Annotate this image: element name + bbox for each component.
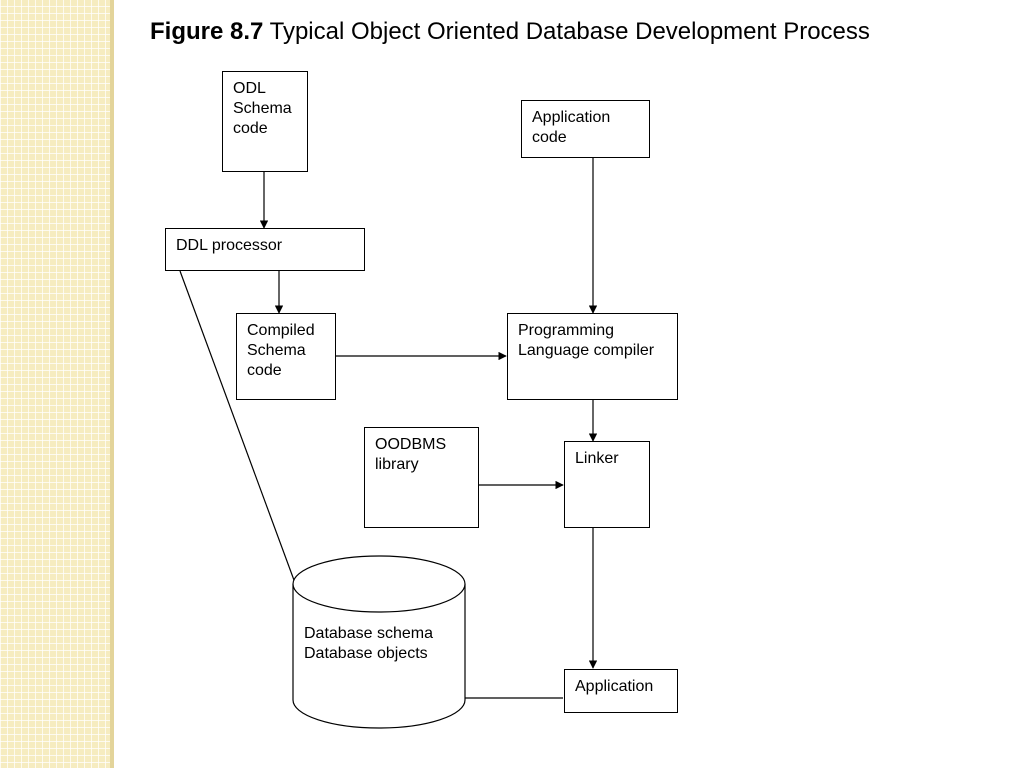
oodbms-library-line: OODBMS (375, 436, 447, 453)
ddl-processor-box: DDL processor (165, 228, 365, 271)
oodbms-library-box: OODBMS library (364, 427, 479, 528)
arrow-ddl-to-database (179, 270, 307, 611)
compiled-schema-code-line: Compiled (247, 322, 315, 339)
application-code-line: code (532, 129, 567, 146)
compiled-schema-code-box: Compiled Schema code (236, 313, 336, 400)
figure-number: Figure 8.7 (150, 18, 264, 45)
decorative-sidebar-pattern (0, 0, 114, 768)
database-schema-text: Database schema (304, 625, 433, 642)
application-box: Application (564, 669, 678, 713)
decorative-sidebar-edge (110, 0, 114, 768)
compiled-schema-code-line: Schema (247, 342, 306, 359)
application-code-line: Application (532, 109, 611, 126)
linker-line: Linker (575, 450, 619, 467)
programming-language-compiler-box: Programming Language compiler (507, 313, 678, 400)
linker-box: Linker (564, 441, 650, 528)
database-objects-text: Database objects (304, 645, 428, 662)
application-line: Application (575, 678, 654, 695)
application-code-box: Application code (521, 100, 650, 158)
database-cylinder (292, 555, 466, 729)
odl-schema-code-line: Schema (233, 100, 292, 117)
odl-schema-code-line: ODL (233, 80, 266, 97)
figure-title: Figure 8.7 Typical Object Oriented Datab… (150, 18, 870, 46)
odl-schema-code-line: code (233, 120, 268, 137)
compiled-schema-code-line: code (247, 362, 282, 379)
odl-schema-code-box: ODL Schema code (222, 71, 308, 172)
figure-caption: Typical Object Oriented Database Develop… (269, 18, 870, 45)
oodbms-library-line: library (375, 456, 419, 473)
database-label: Database schema Database objects (304, 624, 433, 664)
ddl-processor-line: DDL processor (176, 237, 283, 254)
compiler-line: Programming (518, 322, 615, 339)
compiler-line: Language compiler (518, 342, 655, 359)
